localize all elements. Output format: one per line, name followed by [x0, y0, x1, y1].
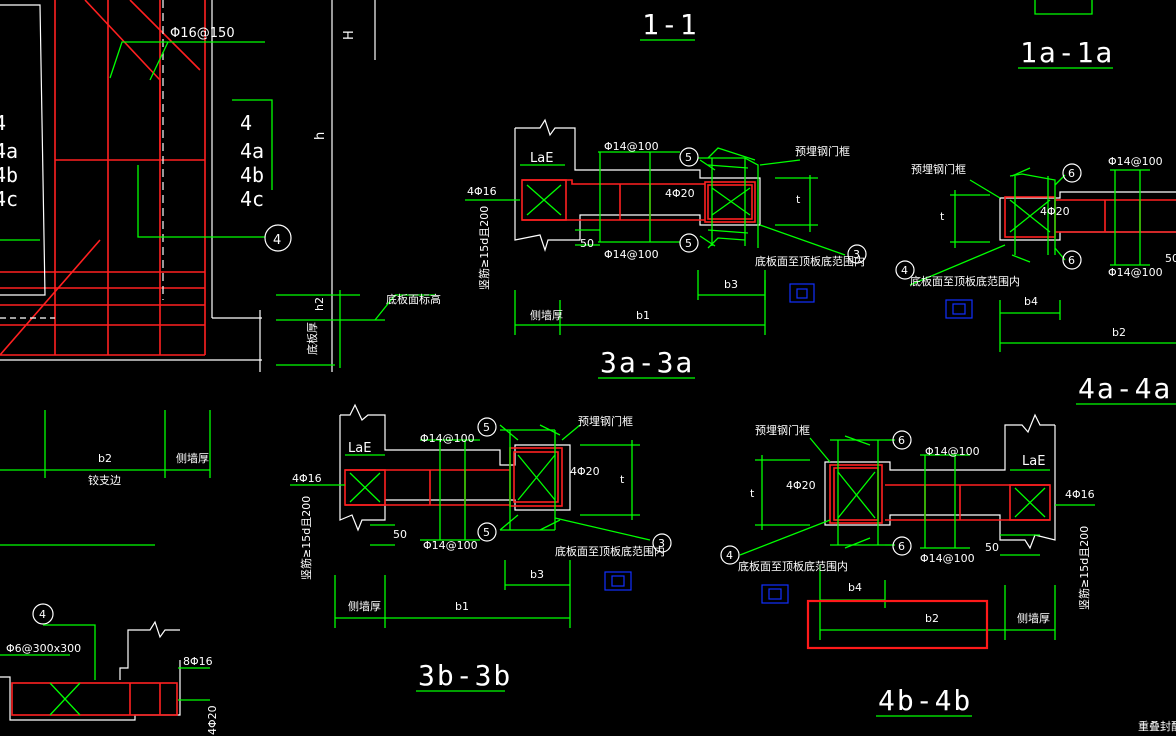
main-rebar-label: 4Φ16	[467, 185, 497, 198]
door-frame-note: 预埋钢门框	[911, 162, 966, 176]
rebar-spec-label: Φ16@150	[170, 26, 235, 41]
dim-b3: b3	[724, 278, 738, 291]
dim-t: t	[750, 487, 755, 500]
stirrup-label: Φ14@100	[1108, 266, 1163, 279]
callout-number: 5	[483, 526, 490, 539]
section-title-4a-4a: 4a-4a	[1078, 372, 1172, 405]
callout-number: 5	[685, 237, 692, 250]
left-list-item: 4b	[0, 163, 18, 187]
dim-50: 50	[580, 237, 594, 250]
callout-number: 3	[658, 537, 665, 550]
callout-number: 6	[898, 540, 905, 553]
hinge-edge-note: 铰支边	[88, 473, 121, 487]
dim-50: 50	[393, 528, 407, 541]
highlight-box[interactable]	[806, 599, 989, 650]
anchor-note: 竖筋≥15d且200	[1077, 526, 1091, 610]
height-label-h: h	[313, 132, 328, 140]
dim-b3: b3	[530, 568, 544, 581]
dim-b4: b4	[848, 581, 862, 594]
left-detail: Φ16@150 H h h2 底板面标高 底板厚 4 4a 4b 4c 4 4a…	[0, 0, 441, 372]
corner-note: 重叠封配	[1138, 719, 1176, 733]
stirrup-label: Φ14@100	[920, 552, 975, 565]
stirrup-label: Φ14@100	[604, 248, 659, 261]
anchor-note: 竖筋≥15d且200	[477, 206, 491, 290]
stirrup-label: Φ14@100	[1108, 155, 1163, 168]
list-item: 4a	[240, 139, 264, 163]
section-title-1-1: 1-1	[642, 8, 699, 41]
height-label-h2: h2	[313, 297, 326, 311]
dim-t: t	[940, 210, 945, 223]
callout-number: 4	[39, 608, 46, 621]
stirrup-label: Φ14@100	[423, 539, 478, 552]
dim-b2: b2	[925, 612, 939, 625]
dim-b4: b4	[1024, 295, 1038, 308]
stirrup-label: Φ14@100	[604, 140, 659, 153]
dim-b2: b2	[98, 452, 112, 465]
stirrup-label: Φ14@100	[925, 445, 980, 458]
section-title-4b-4b: 4b-4b	[878, 684, 972, 717]
main-rebar-label: 4Φ16	[292, 472, 322, 485]
left-middle: b2 侧墙厚 铰支边	[0, 410, 211, 546]
detail-3b: LaE Φ14@100 Φ14@100 4Φ16 4Φ20 竖筋≥15d且200…	[290, 403, 672, 628]
dim-t: t	[620, 473, 625, 486]
dim-t: t	[796, 193, 801, 206]
section-title-1a-1a: 1a-1a	[1020, 36, 1114, 69]
left-list-item: 4	[0, 111, 6, 135]
detail-4a: 预埋钢门框 Φ14@100 Φ14@100 4Φ20 底板面至顶板底范围内 6 …	[895, 155, 1176, 352]
range-note: 底板面至顶板底范围内	[910, 274, 1020, 288]
anchor-note: 竖筋≥15d且200	[299, 496, 313, 580]
height-label-H: H	[342, 30, 357, 40]
callout-number: 5	[685, 151, 692, 164]
bottom-thickness-label: 底板厚	[305, 322, 319, 355]
main-rebar-label: 4Φ16	[1065, 488, 1095, 501]
dim-b1: b1	[636, 309, 650, 322]
detail-3a: LaE Φ14@100 Φ14@100 4Φ16 4Φ20 竖筋≥15d且200…	[465, 118, 867, 335]
dim-50: 50	[985, 541, 999, 554]
list-item: 4b	[240, 163, 264, 187]
list-item: 4c	[240, 187, 264, 211]
left-list-item: 4a	[0, 139, 18, 163]
stirrup-label: Φ14@100	[420, 432, 475, 445]
callout-number: 3	[853, 248, 860, 261]
lae-label: LaE	[530, 151, 553, 166]
door-frame-note: 预埋钢门框	[578, 414, 633, 428]
door-frame-note: 预埋钢门框	[755, 423, 810, 437]
dim-b2: b2	[1112, 326, 1126, 339]
detail-4b: LaE 预埋钢门框 Φ14@100 Φ14@100 4Φ16 4Φ20 竖筋≥1…	[720, 413, 1095, 650]
door-frame-note: 预埋钢门框	[795, 144, 850, 158]
dim-50: 50	[1165, 252, 1176, 265]
section-title-3a-3a: 3a-3a	[600, 346, 694, 379]
stirrup-label: Φ6@300x300	[6, 642, 81, 655]
lae-label: LaE	[1022, 454, 1045, 469]
callout-number: 4	[726, 549, 733, 562]
corner-rebar-label: 4Φ20	[665, 187, 695, 200]
section-title-3b-3b: 3b-3b	[418, 659, 512, 692]
side-wall-label: 侧墙厚	[348, 599, 381, 613]
callout-number: 5	[483, 421, 490, 434]
corner-rebar-label: 4Φ20	[1040, 205, 1070, 218]
rebar-label: 8Φ16	[183, 655, 213, 668]
side-wall-label: 侧墙厚	[1017, 611, 1050, 625]
range-note: 底板面至顶板底范围内	[755, 254, 865, 268]
bottom-left-detail: 4 Φ6@300x300 8Φ16 4Φ20	[0, 603, 219, 735]
corner-rebar-label: 4Φ20	[786, 479, 816, 492]
section-titles: 1-1 1a-1a 3a-3a 4a-4a 3b-3b 4b-4b	[416, 0, 1176, 717]
left-list-item: 4c	[0, 187, 18, 211]
range-note: 底板面至顶板底范围内	[738, 559, 848, 573]
rebar-label: 4Φ20	[206, 705, 219, 735]
lae-label: LaE	[348, 441, 371, 456]
callout-number: 4	[901, 264, 908, 277]
callout-number: 6	[898, 434, 905, 447]
side-wall-label: 侧墙厚	[176, 451, 209, 465]
list-item: 4	[240, 111, 252, 135]
bottom-elevation-label: 底板面标高	[386, 292, 441, 306]
callout-number: 6	[1068, 167, 1075, 180]
dim-b1: b1	[455, 600, 469, 613]
range-note: 底板面至顶板底范围内	[555, 544, 665, 558]
callout-number: 6	[1068, 254, 1075, 267]
side-wall-label: 侧墙厚	[530, 308, 563, 322]
callout-number: 4	[273, 233, 281, 248]
corner-rebar-label: 4Φ20	[570, 465, 600, 478]
